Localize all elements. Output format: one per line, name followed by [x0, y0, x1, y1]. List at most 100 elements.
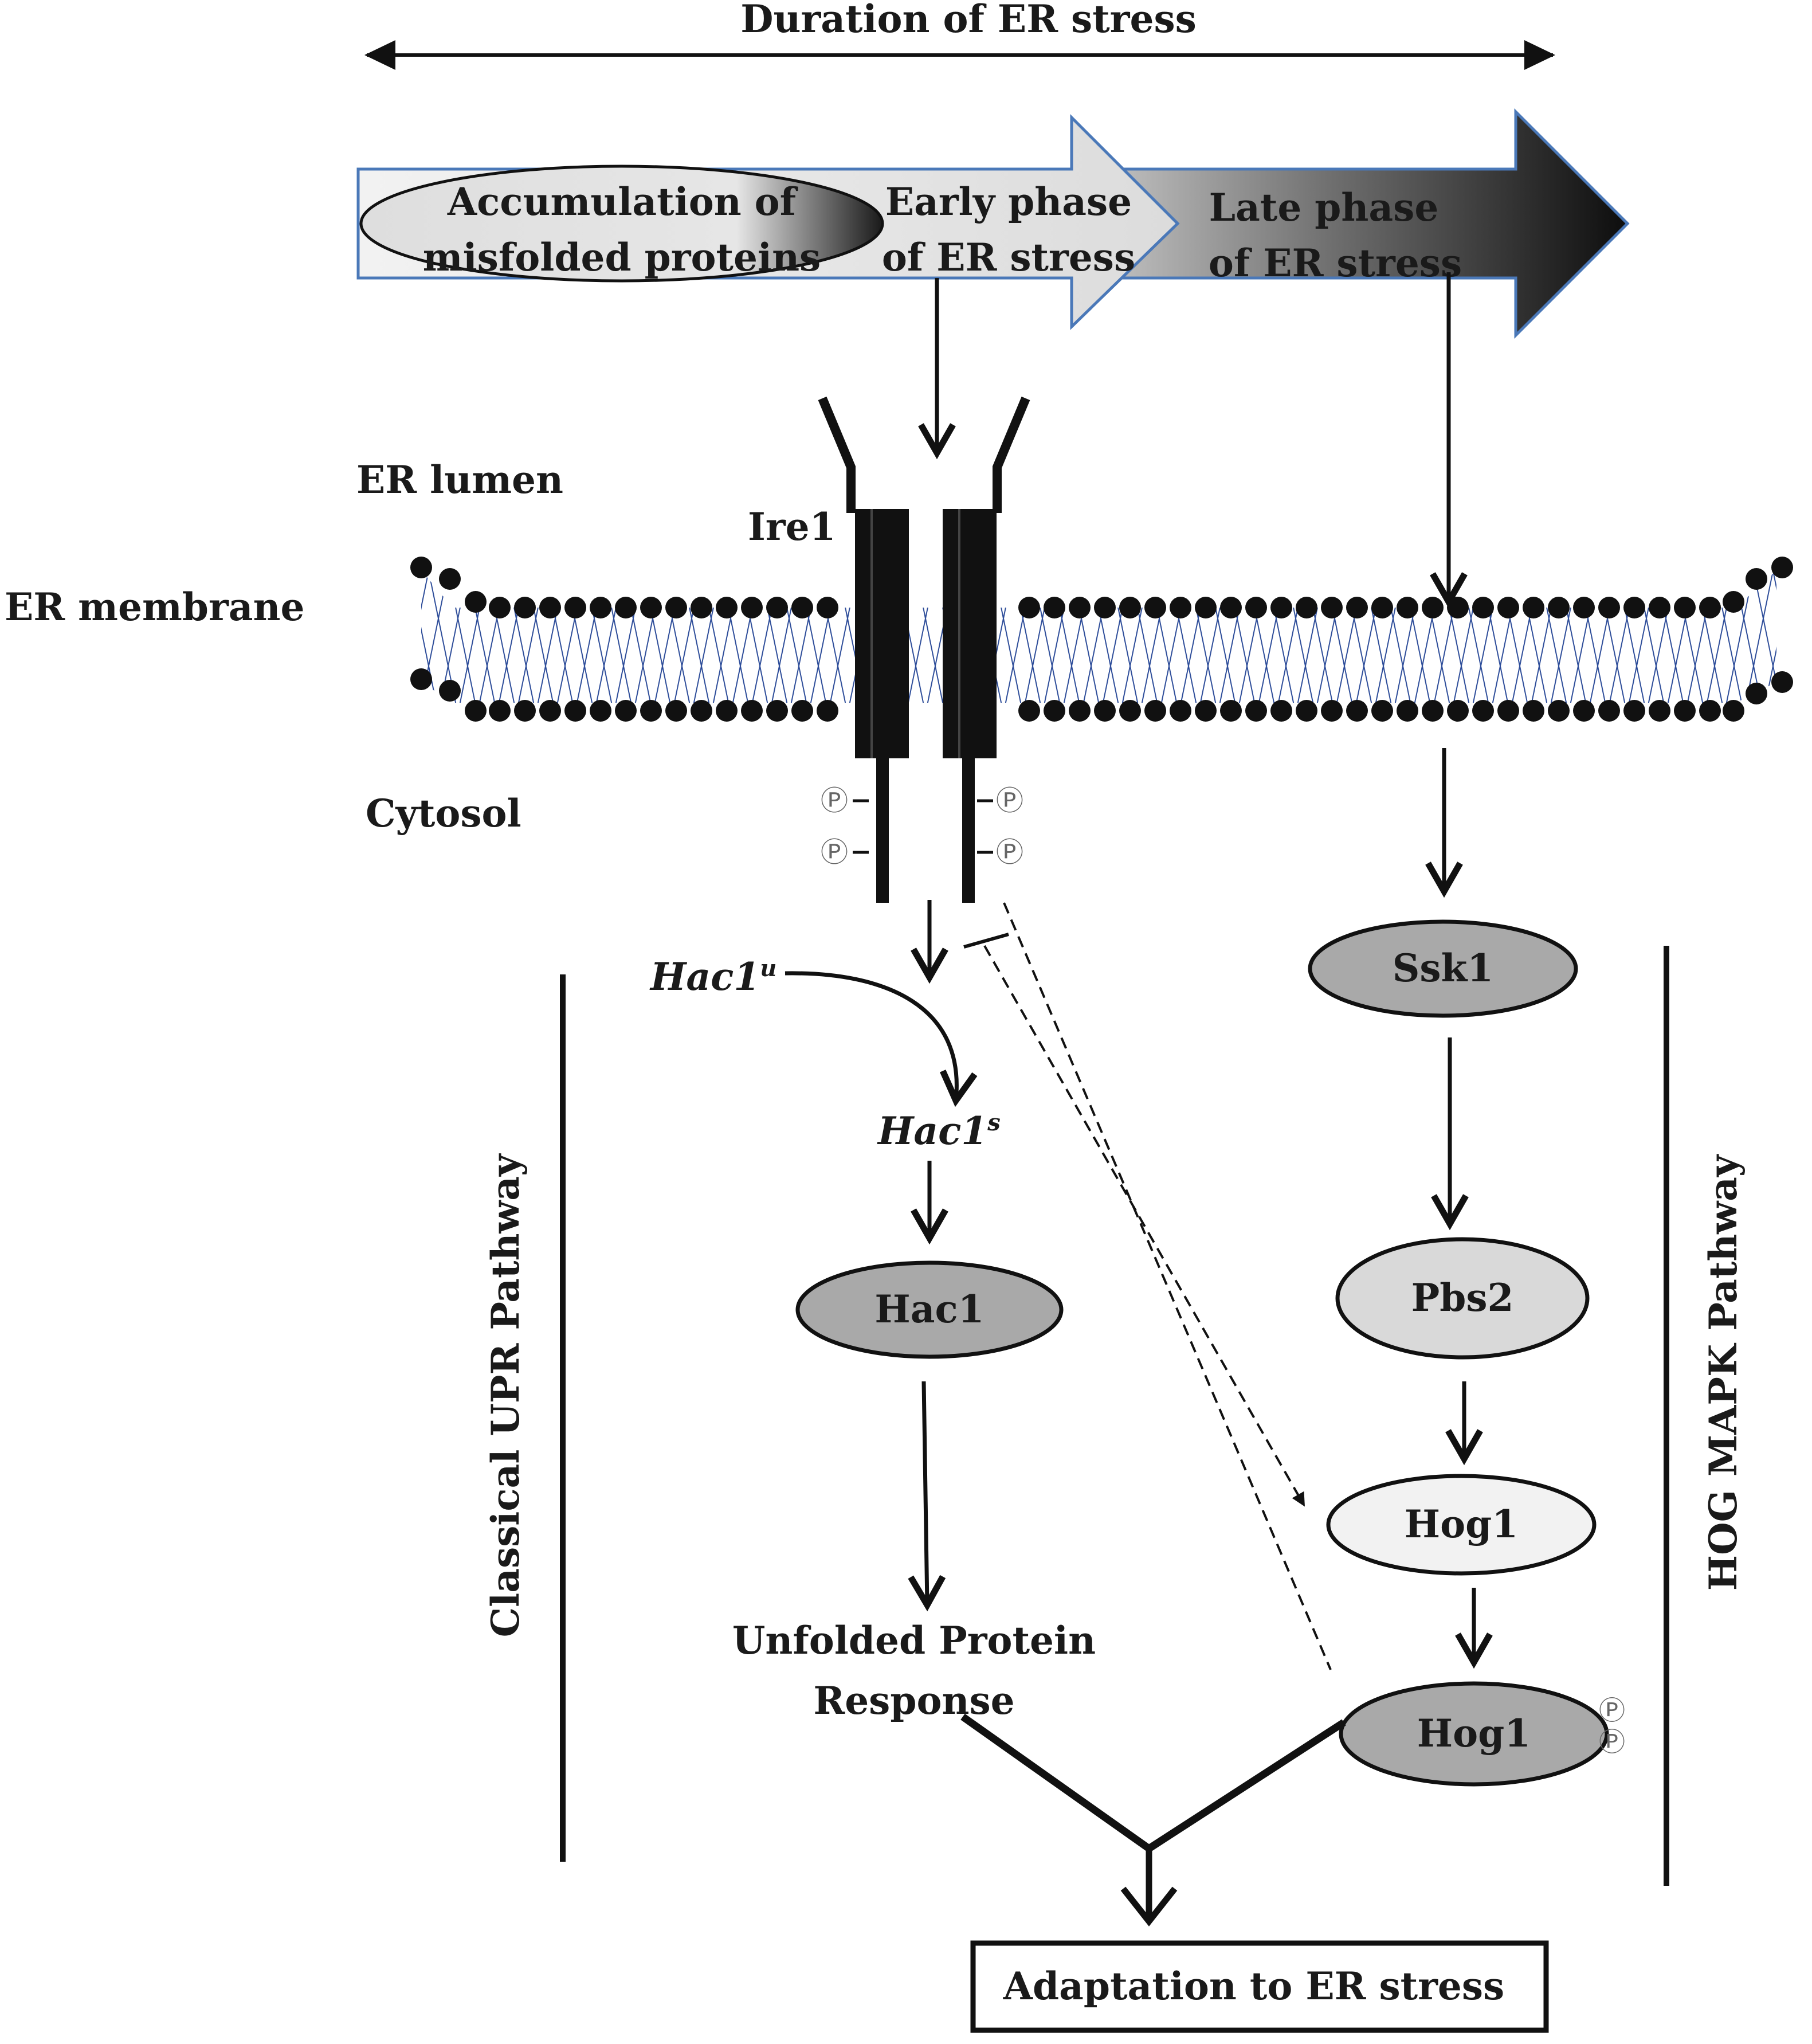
lipid-head: [1144, 700, 1166, 722]
er-membrane-bilayer: [410, 557, 1793, 722]
hac1-to-upr-arrow: [908, 1381, 946, 1612]
duration-label: Duration of ER stress: [740, 0, 1197, 41]
early-phase-label-2: of ER stress: [882, 235, 1135, 280]
lipid-head: [665, 700, 687, 722]
lipid-head: [741, 597, 763, 618]
lipid-head: [1723, 700, 1744, 722]
lipid-heads-bottom: [410, 668, 1793, 722]
lipid-head: [1746, 568, 1767, 590]
lipid-head: [1044, 597, 1065, 618]
er-lumen-label: ER lumen: [356, 457, 563, 502]
lipid-head: [590, 597, 611, 618]
lipid-head: [439, 568, 461, 590]
lipid-head: [615, 700, 637, 722]
lipid-head: [1623, 597, 1645, 618]
lipid-head: [1623, 700, 1645, 722]
late-phase-label-2: of ER stress: [1209, 241, 1462, 285]
lipid-head: [1371, 597, 1393, 618]
phospho-icon: Ⓟ: [821, 836, 848, 868]
lipid-head: [1699, 700, 1721, 722]
lipid-head: [564, 700, 586, 722]
ire1-receptor: [818, 396, 1030, 903]
lipid-head: [691, 700, 712, 722]
upr-pathway-label: Classical UPR Pathway: [483, 1153, 528, 1637]
hog1-node: [1326, 1474, 1597, 1576]
hog1p-node: [1339, 1681, 1609, 1787]
lipid-head: [1723, 591, 1744, 613]
lipid-head: [716, 700, 738, 722]
lipid-head: [1649, 597, 1670, 618]
lipid-head: [817, 597, 838, 618]
pbs2-label: Pbs2: [1411, 1275, 1514, 1320]
lipid-head: [791, 700, 813, 722]
lipid-head: [410, 668, 432, 690]
ssk1-node: [1308, 919, 1578, 1018]
splicing-arrow: [785, 971, 978, 1107]
adaptation-label: Adaptation to ER stress: [1003, 1964, 1504, 2008]
lipid-head: [1321, 700, 1343, 722]
lipid-head: [410, 557, 432, 578]
er-membrane-label: ER membrane: [5, 585, 304, 629]
lipid-head: [1746, 683, 1767, 704]
lipid-head: [439, 680, 461, 702]
lipid-head: [1523, 597, 1544, 618]
lipid-head: [1195, 597, 1217, 618]
cytosol-label: Cytosol: [366, 791, 521, 836]
lipid-head: [1447, 597, 1469, 618]
lipid-head: [1447, 700, 1469, 722]
hog1p-label: Hog1: [1417, 1711, 1531, 1756]
lipid-head: [539, 597, 561, 618]
lipid-head: [1220, 700, 1242, 722]
lipid-head: [1094, 597, 1116, 618]
lipid-head: [691, 597, 712, 618]
lipid-head: [1018, 700, 1040, 722]
accumulation-label-2: misfolded proteins: [423, 235, 821, 280]
phospho-icon: Ⓟ: [1599, 1726, 1625, 1757]
lipid-head: [640, 597, 662, 618]
lipid-head: [489, 700, 511, 722]
lipid-head: [1094, 700, 1116, 722]
accumulation-ellipse: [359, 165, 884, 283]
lipid-head: [1371, 700, 1393, 722]
accumulation-label-1: Accumulation of: [447, 179, 798, 224]
inhibition-bar: [963, 933, 1009, 949]
lipid-head: [1170, 597, 1191, 618]
phospho-icon: Ⓟ: [996, 836, 1023, 868]
lipid-head: [1119, 597, 1141, 618]
lipid-head: [1018, 597, 1040, 618]
lipid-head: [1422, 700, 1444, 722]
late-phase-label-1: Late phase: [1209, 185, 1439, 230]
lipid-head: [1245, 597, 1267, 618]
pbs2-node: [1335, 1237, 1590, 1360]
lipid-head: [1144, 597, 1166, 618]
lipid-head: [817, 700, 838, 722]
lipid-head: [1674, 597, 1696, 618]
phase-banner: [356, 108, 1630, 339]
lipid-head: [1598, 597, 1620, 618]
hog1-label: Hog1: [1405, 1502, 1518, 1546]
lipid-head: [791, 597, 813, 618]
lipid-head: [564, 597, 586, 618]
ssk1-label: Ssk1: [1393, 946, 1493, 990]
lipid-head: [1296, 597, 1317, 618]
lipid-head: [1497, 700, 1519, 722]
lipid-head: [514, 597, 536, 618]
lipid-heads-top: [410, 557, 1793, 618]
lipid-head: [1573, 597, 1595, 618]
lipid-head: [615, 597, 637, 618]
hac1-label: Hac1: [874, 1287, 984, 1332]
phospho-icon: Ⓟ: [1599, 1695, 1625, 1726]
lipid-head: [590, 700, 611, 722]
phospho-icon: Ⓟ: [821, 785, 848, 817]
lipid-head: [465, 700, 487, 722]
upr-response-label-2: Response: [813, 1678, 1014, 1723]
lipid-head: [1195, 700, 1217, 722]
lipid-head: [1497, 597, 1519, 618]
convergence-lines: [960, 1713, 1346, 1926]
lipid-head: [1270, 700, 1292, 722]
lipid-head: [1422, 597, 1444, 618]
ire1-phosphorylation: Ⓟ Ⓟ Ⓟ Ⓟ: [821, 785, 1023, 868]
lipid-head: [514, 700, 536, 722]
lipid-head: [1044, 700, 1065, 722]
early-phase-label-1: Early phase: [885, 179, 1132, 224]
